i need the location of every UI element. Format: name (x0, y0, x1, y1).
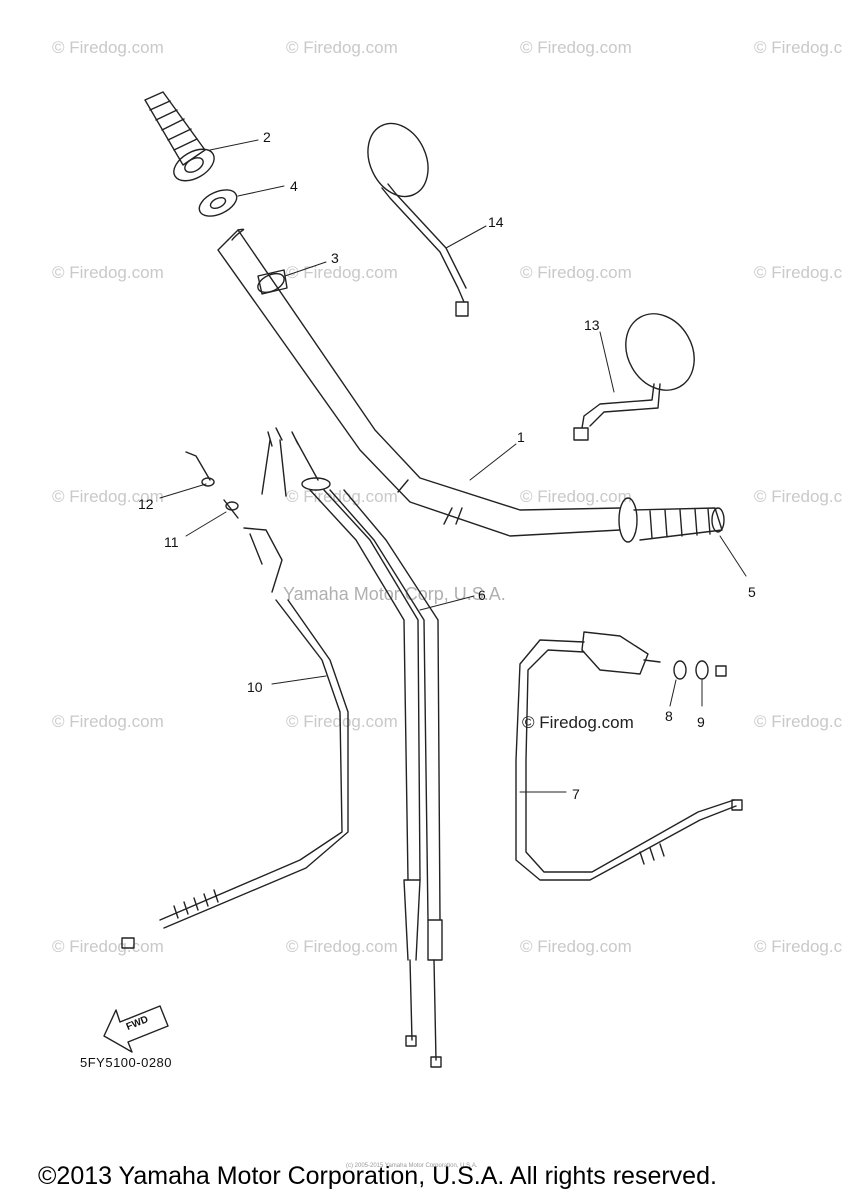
callout-13: 13 (584, 317, 600, 333)
adjuster-nut-part (673, 660, 727, 680)
watermark: © Firedog.com (754, 487, 842, 506)
watermark: © Firedog.com (754, 263, 842, 282)
mirror-left-part (367, 122, 469, 317)
watermark: © Firedog.com (520, 263, 632, 282)
copyright-footer: ©2013 Yamaha Motor Corporation, U.S.A. A… (38, 1162, 717, 1190)
throttle-cable-part (261, 427, 443, 1068)
watermark: © Firedog.com (286, 937, 398, 956)
watermark: © Firedog.com (286, 487, 398, 506)
watermark: © Firedog.com (520, 487, 632, 506)
callout-12: 12 (138, 496, 154, 512)
callout-1: 1 (517, 429, 525, 445)
callout-5: 5 (748, 584, 756, 600)
fittings-part (185, 451, 239, 519)
callout-14: 14 (488, 214, 504, 230)
callout-3: 3 (331, 250, 339, 266)
handlebar-part (217, 228, 621, 537)
leader-lines (159, 139, 747, 793)
watermark: © Firedog.com (520, 937, 632, 956)
callout-7: 7 (572, 786, 580, 802)
watermark: © Firedog.com (754, 712, 842, 731)
clutch-cable-part (121, 527, 349, 949)
mid-watermark: © Firedog.com (522, 713, 634, 732)
grip-right-part (618, 497, 725, 543)
fwd-arrow-icon (103, 1005, 169, 1053)
choke-cable-part (515, 631, 743, 881)
callout-4: 4 (290, 178, 298, 194)
watermark: © Firedog.com (52, 937, 164, 956)
watermark: © Firedog.com (286, 263, 398, 282)
collar-part (198, 189, 238, 217)
diagram-code: 5FY5100-0280 (80, 1055, 173, 1070)
watermark: © Firedog.com (754, 937, 842, 956)
watermark: © Firedog.com (754, 38, 842, 57)
watermark: © Firedog.com (52, 712, 164, 731)
center-watermark: Yamaha Motor Corp, U.S.A. (283, 584, 506, 604)
callout-10: 10 (247, 679, 263, 695)
callout-9: 9 (697, 714, 705, 730)
callout-11: 11 (164, 534, 179, 550)
mirror-right-part (573, 313, 695, 441)
watermark: © Firedog.com (286, 712, 398, 731)
tiny-copyright-note: (c) 2005-2015 Yamaha Motor Corporation, … (346, 1163, 478, 1169)
callout-6: 6 (478, 587, 486, 603)
grip-left-part (144, 91, 215, 182)
callout-8: 8 (665, 708, 673, 724)
watermark: © Firedog.com (52, 38, 164, 57)
clamp-part (257, 269, 288, 295)
watermark: © Firedog.com (286, 38, 398, 57)
callout-2: 2 (263, 129, 271, 145)
watermark: © Firedog.com (520, 38, 632, 57)
watermark: © Firedog.com (52, 263, 164, 282)
watermark: © Firedog.com (52, 487, 164, 506)
